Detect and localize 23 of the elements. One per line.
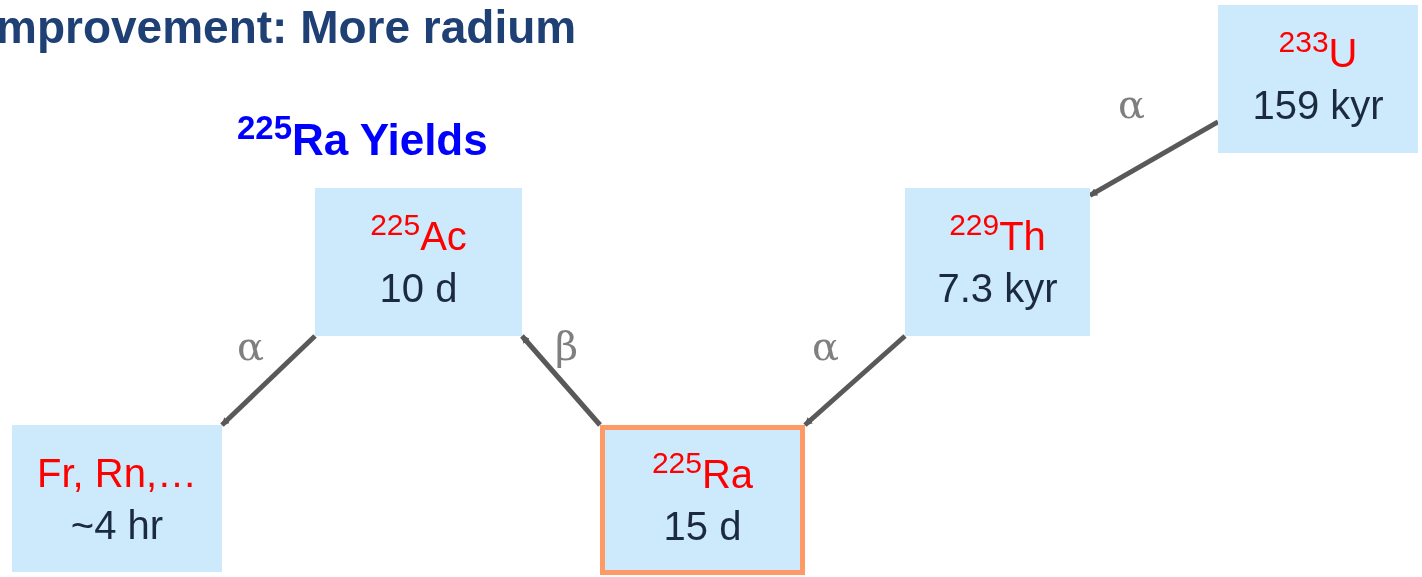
arrow [520, 334, 602, 427]
edge-label: α [1118, 80, 1145, 128]
nuclide-box [315, 188, 522, 336]
nuclide-label: $^{225}$Ac [370, 213, 467, 259]
nuclide-label: $^{233}$U [1278, 30, 1358, 76]
arrow [220, 334, 317, 427]
nuclide-label: $^{229}$Th [949, 213, 1046, 259]
arrow [803, 334, 907, 427]
edge-label: β [555, 322, 579, 370]
half-life-label: 159 kyr [1252, 82, 1384, 128]
nuclide-label: Fr, Rn,… [37, 449, 197, 496]
nuclide-box [12, 425, 222, 572]
half-life-label: 10 d [379, 265, 458, 311]
nuclide-box [1218, 5, 1418, 153]
heading-label: $^{225}$Ra Yields [237, 112, 488, 166]
nuclide-box [600, 425, 805, 575]
nuclide-box [905, 188, 1090, 336]
edge-label: α [812, 322, 839, 370]
edge-label: α [237, 322, 264, 370]
half-life-label: ~4 hr [70, 501, 164, 548]
half-life-label: 15 d [663, 503, 742, 549]
nuclide-label: $^{225}$Ra [651, 451, 754, 497]
half-life-label: 7.3 kyr [937, 265, 1058, 311]
